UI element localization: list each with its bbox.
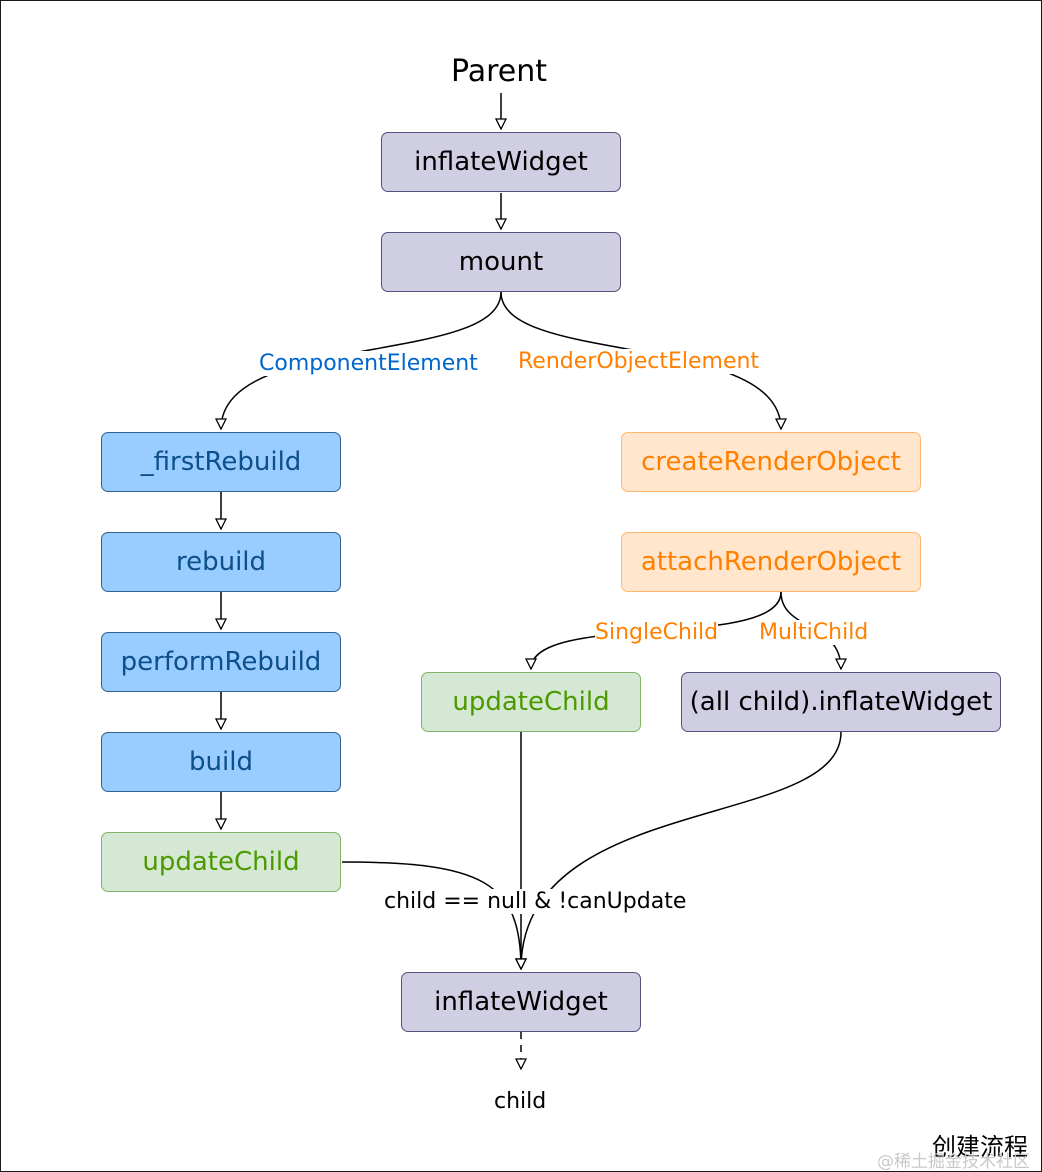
- edge-left-update-child-to-inflate: [341, 861, 521, 969]
- render-object-element-label: RenderObjectElement: [518, 349, 760, 374]
- build-node: build: [101, 732, 341, 792]
- update-child-right-node: updateChild: [421, 672, 641, 732]
- create-render-object-node: createRenderObject: [621, 432, 921, 492]
- condition-label: child == null & !canUpdate: [384, 889, 687, 914]
- child-label: child: [494, 1089, 547, 1114]
- all-child-inflate-widget-node: (all child).inflateWidget: [681, 672, 1001, 732]
- rebuild-node: rebuild: [101, 532, 341, 592]
- mount-node: mount: [381, 232, 621, 292]
- attach-render-object-node: attachRenderObject: [621, 532, 921, 592]
- update-child-left-node: updateChild: [101, 832, 341, 892]
- watermark: @稀土掘金技术社区: [877, 1152, 1030, 1172]
- diagram-caption: 创建流程: [932, 1133, 1028, 1161]
- inflate-widget-bottom-node: inflateWidget: [401, 972, 641, 1032]
- edge-all-child-to-inflate: [521, 731, 842, 969]
- component-element-label: ComponentElement: [259, 351, 478, 376]
- inflate-widget-node: inflateWidget: [381, 132, 621, 192]
- multi-child-label: MultiChild: [759, 620, 869, 645]
- perform-rebuild-node: performRebuild: [101, 632, 341, 692]
- first-rebuild-node: _firstRebuild: [101, 432, 341, 492]
- parent-label: Parent: [451, 54, 548, 89]
- single-child-label: SingleChild: [595, 620, 719, 645]
